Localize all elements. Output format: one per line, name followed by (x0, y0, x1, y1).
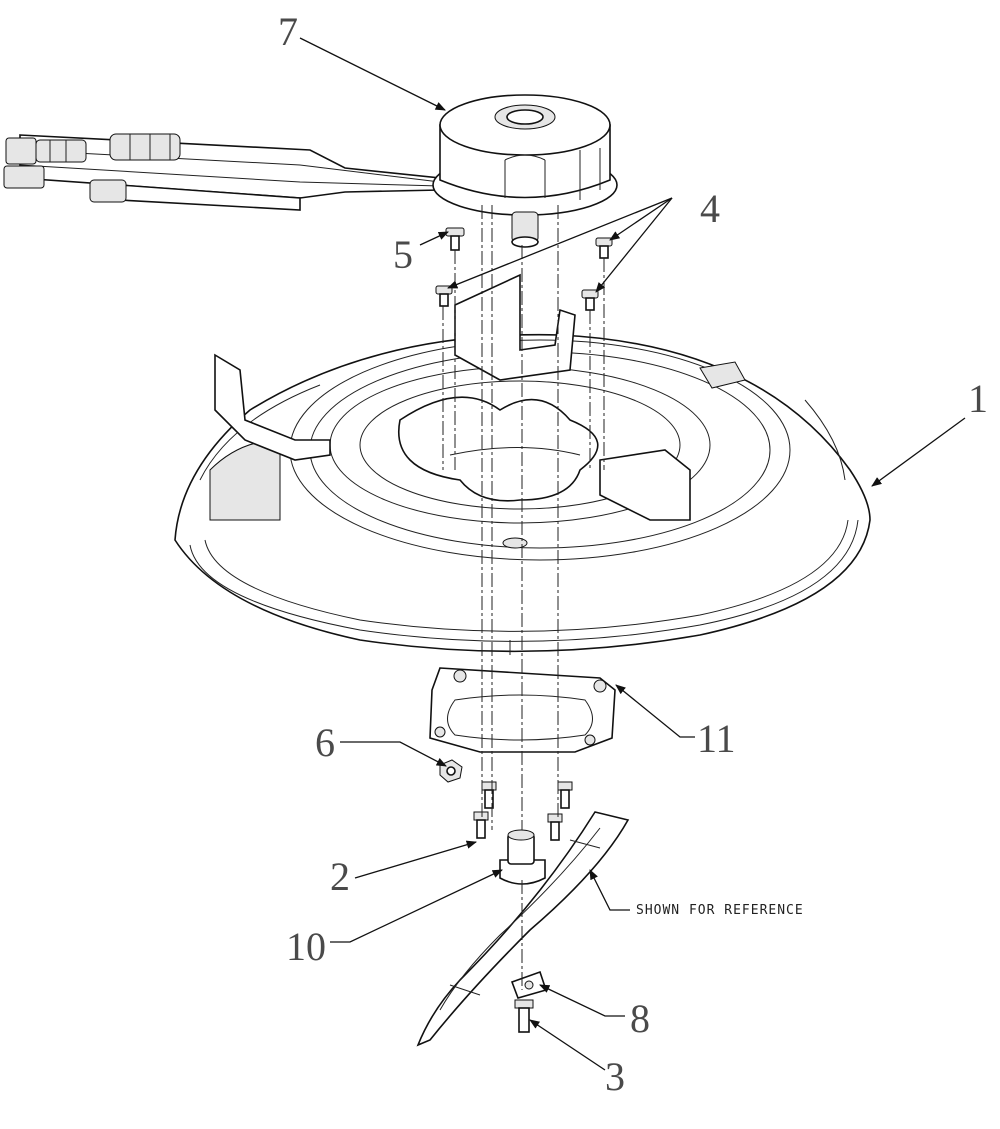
callout-10: 10 (286, 924, 326, 969)
screw-5 (445, 227, 465, 251)
callout-3: 3 (605, 1054, 625, 1099)
callout-7: 7 (278, 9, 298, 54)
wiring-harness (3, 133, 441, 211)
callout-1: 1 (968, 376, 988, 421)
callout-6: 6 (315, 720, 335, 765)
motor-assembly (3, 94, 618, 248)
screw-4c (581, 289, 599, 311)
bolts-lower (473, 781, 573, 841)
callout-11: 11 (697, 716, 736, 761)
screw-4b (435, 285, 453, 307)
callout-5: 5 (393, 232, 413, 277)
motor-housing (432, 94, 618, 248)
callout-4: 4 (700, 186, 720, 231)
screw-4a (595, 237, 613, 259)
callout-8: 8 (630, 996, 650, 1041)
leader-lines (299, 37, 966, 1071)
blade-adapter (499, 829, 546, 885)
nut-6 (439, 759, 463, 783)
reference-note: SHOWN FOR REFERENCE (636, 903, 804, 918)
callout-2: 2 (330, 854, 350, 899)
bolt-3 (514, 999, 534, 1033)
blade (416, 811, 630, 1047)
